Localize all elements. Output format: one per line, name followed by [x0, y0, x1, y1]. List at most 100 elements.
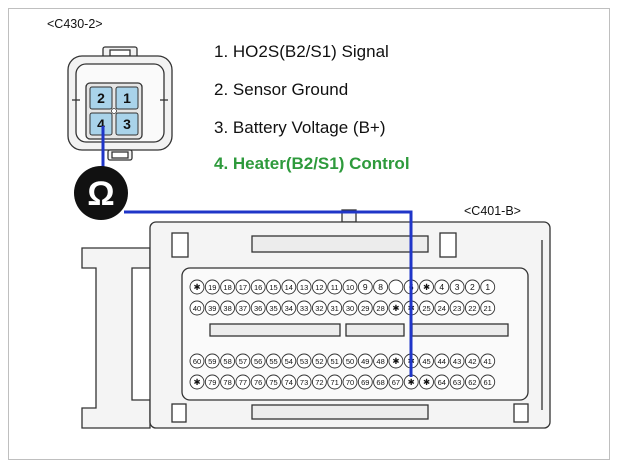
c401-pin-label: 54	[285, 357, 293, 366]
c401-pin: 71	[327, 374, 343, 390]
c401-pin-label: 45	[422, 357, 430, 366]
c430-pin-label: 1	[123, 90, 131, 106]
c401-pin-label: 50	[346, 357, 354, 366]
c401-pin: 48	[373, 353, 389, 369]
c401-pin: 10	[342, 279, 358, 295]
c401-pin: 39	[204, 300, 220, 316]
c401-pin: 18	[220, 279, 236, 295]
c401-pin-label: 8	[378, 282, 383, 292]
c401-pin: 55	[266, 353, 281, 369]
c401-pin-label: 12	[315, 283, 323, 292]
c401-pin-label: 25	[422, 304, 430, 313]
c401-pin: 15	[266, 279, 281, 295]
c401-pin: 74	[281, 374, 297, 390]
c401-pin-label: 52	[315, 357, 323, 366]
c401-pin-label: 77	[239, 378, 247, 387]
c401-pin: ✱	[388, 353, 404, 369]
c401-pin: 53	[296, 353, 312, 369]
c401-pin-label: 60	[193, 357, 201, 366]
c401-pin-label: 14	[285, 283, 293, 292]
c401-pin: 69	[357, 374, 373, 390]
c401-pin-label: 23	[453, 304, 461, 313]
c401-pin: 22	[464, 300, 480, 316]
c401-pin-label: 49	[361, 357, 369, 366]
c430-pin-3: 3	[115, 112, 139, 136]
c401-pin: 33	[296, 300, 312, 316]
c401-pin-label: 57	[239, 357, 247, 366]
c401-pin-label: 10	[346, 283, 354, 292]
c401-pin-label: 18	[223, 283, 231, 292]
c401-pin: 30	[342, 300, 358, 316]
c401-pin-label: 76	[254, 378, 262, 387]
c401-pin-label: 22	[468, 304, 476, 313]
c401-pin: 17	[235, 279, 251, 295]
c401-pin-label: ✱	[408, 377, 415, 387]
c401-pin: 76	[250, 374, 266, 390]
c401-pin: 34	[281, 300, 297, 316]
c401-pin: 62	[464, 374, 480, 390]
c401-pin-label: 67	[392, 378, 400, 387]
c401-pin: 49	[357, 353, 373, 369]
c401-pin: 52	[311, 353, 327, 369]
c401-pin: 31	[327, 300, 343, 316]
c401-pin: 59	[204, 353, 220, 369]
c401-pin: 38	[220, 300, 236, 316]
c401-pin-label: 32	[315, 304, 323, 313]
c401-pin-label: 21	[484, 304, 492, 313]
c401-pin: 29	[357, 300, 373, 316]
c401-pin: 77	[235, 374, 251, 390]
c401-pin: 36	[250, 300, 266, 316]
c401-pin: 14	[281, 279, 297, 295]
c401-pin-label: 9	[363, 282, 368, 292]
c401-pin-label: 24	[438, 304, 446, 313]
c401-pin: 72	[311, 374, 327, 390]
c401-pin-label: 19	[208, 283, 216, 292]
c401-pin: ✱	[419, 279, 434, 295]
c401-pin-label: ✱	[193, 377, 200, 387]
c401-pin-label: 53	[300, 357, 308, 366]
c401-pin: 23	[449, 300, 465, 316]
measurement-wire	[101, 126, 413, 377]
c401-pin: ✱	[388, 300, 404, 316]
c401-pin-label: 2	[470, 282, 475, 292]
c401-pin: 3	[449, 279, 465, 295]
connector-label-c401-b: <C401-B>	[464, 204, 521, 218]
c401-pin: 57	[235, 353, 251, 369]
c401-pin-label: 59	[208, 357, 216, 366]
c401-pin: 12	[311, 279, 327, 295]
c401-pin-label: 30	[346, 304, 354, 313]
c401-pin	[388, 279, 404, 295]
c401-pin-label: 34	[285, 304, 293, 313]
c401-pin-label: 4	[439, 282, 444, 292]
c401-pin: 9	[357, 279, 373, 295]
c401-pin: ✱	[189, 279, 205, 295]
c401-pin-label: 64	[438, 378, 446, 387]
c401-pin-label: 31	[331, 304, 339, 313]
c401-pin: 70	[342, 374, 358, 390]
ohm-symbol: Ω	[87, 175, 114, 213]
c401-pin-label: 69	[361, 378, 369, 387]
c401-pin: ✱	[403, 374, 419, 390]
c401-pin: 28	[373, 300, 389, 316]
c401-pin: 68	[373, 374, 389, 390]
c401-pin-label: 37	[239, 304, 247, 313]
c430-pin-4: 4	[89, 112, 113, 136]
connector-label-c430-2: <C430-2>	[47, 17, 103, 31]
c401-pin: 37	[235, 300, 251, 316]
legend-item-3: 3. Battery Voltage (B+)	[214, 118, 386, 137]
c401-pin: 4	[434, 279, 450, 295]
c401-pin: 58	[220, 353, 236, 369]
c401-pin: 60	[189, 353, 205, 369]
c401-pin-label: ✱	[423, 377, 430, 387]
c401-pin-label: 17	[239, 283, 247, 292]
c401-pin-label: 40	[193, 304, 201, 313]
c401-pin: 25	[419, 300, 434, 316]
c401-pin: 43	[449, 353, 465, 369]
c401-pin: 56	[250, 353, 266, 369]
c401-pin: 40	[189, 300, 205, 316]
c401-pin: 67	[388, 374, 404, 390]
c401-pin-label: ✱	[392, 303, 399, 313]
c401-pin: 42	[464, 353, 480, 369]
